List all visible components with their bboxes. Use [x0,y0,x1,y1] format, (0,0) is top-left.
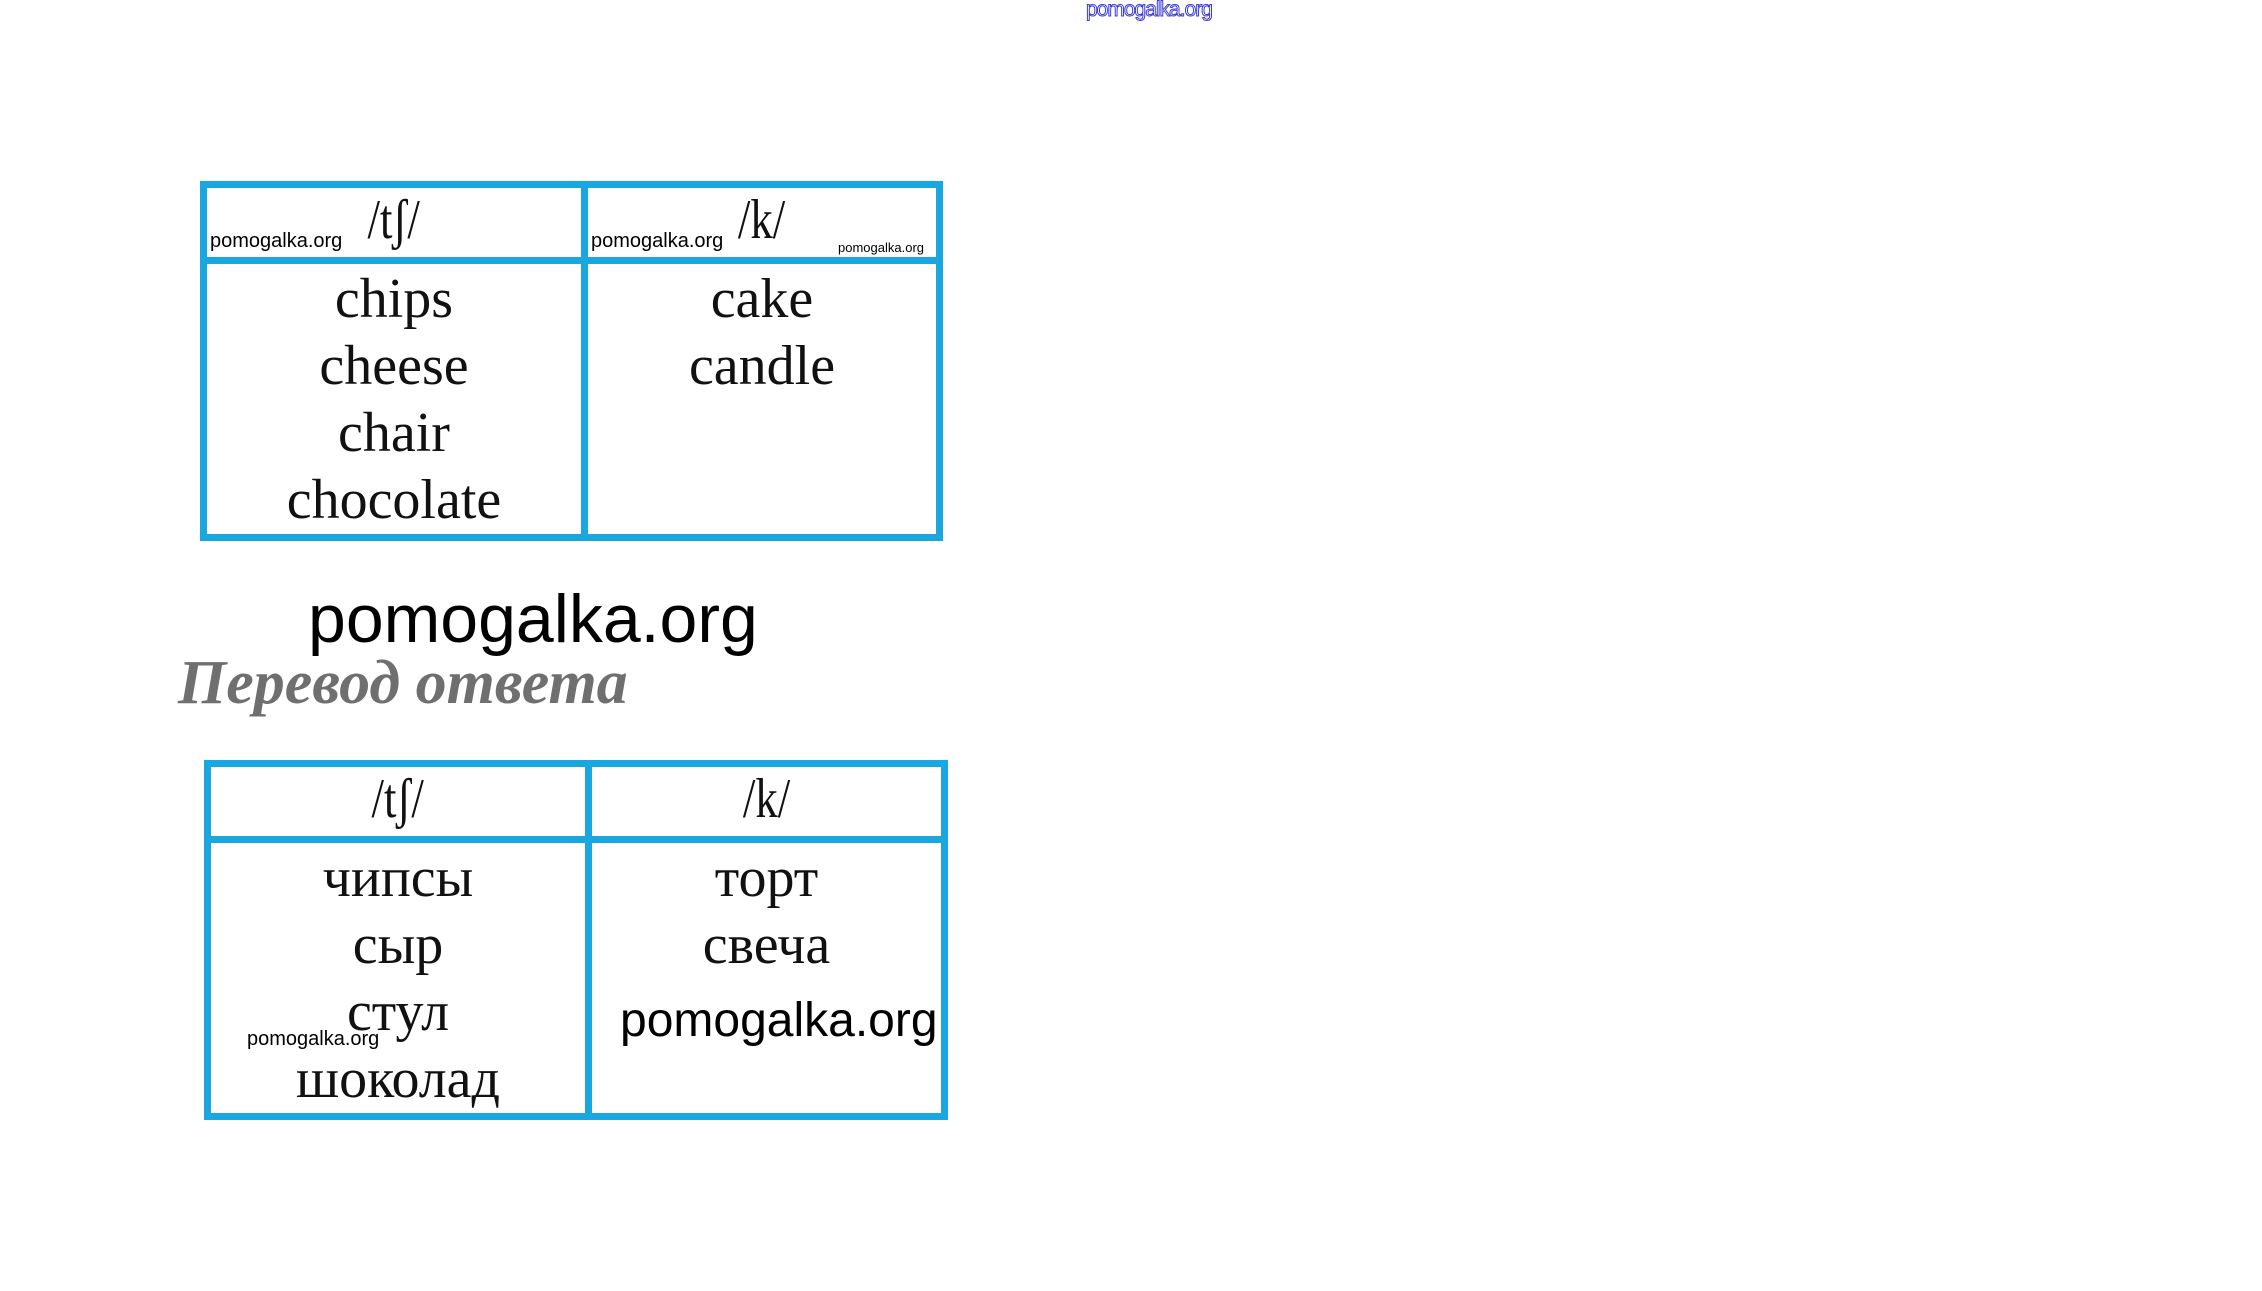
word: cake [710,268,814,330]
cell-watermark: pomogalka.org [591,230,724,252]
header-ch: /tʃ/ [371,768,425,830]
word: свеча [702,914,831,976]
word: шоколад [295,1048,501,1110]
word: торт [714,847,819,909]
header-k: /k/ [742,768,791,830]
word: candle [688,335,836,397]
word: chocolate [286,469,502,531]
cell-watermark: pomogalka.org [210,230,343,252]
header-k: /k/ [738,189,786,251]
header-cell-k: pomogalka.org /k/ pomogalka.org [581,181,943,264]
header-cell-ch: pomogalka.org /tʃ/ [200,181,588,264]
russian-translation-table: /tʃ/ /k/ чипсы сыр стул шоколад pomogalk… [204,760,948,1120]
word: стул [346,981,450,1043]
cell-watermark: pomogalka.org [247,1028,380,1050]
word: чипсы [322,847,474,909]
english-phonetics-table: pomogalka.org /tʃ/ pomogalka.org /k/ pom… [200,181,943,541]
header-cell-k: /k/ [585,760,948,843]
word: chips [334,268,454,330]
cell-watermark-large: pomogalka.org [620,994,938,1047]
cell-watermark-small: pomogalka.org [838,240,924,255]
header-cell-ch: /tʃ/ [204,760,592,843]
large-watermark: pomogalka.org [308,581,758,657]
word: chair [338,402,450,464]
translation-heading: Перевод ответа [178,649,628,717]
words-cell-k: cake candle [581,257,943,541]
word: cheese [319,335,469,397]
words-cell-ch: чипсы сыр стул шоколад pomogalka.org [204,836,592,1120]
words-cell-ch: chips cheese chair chocolate [200,257,588,541]
words-cell-k: торт свеча pomogalka.org [585,836,948,1120]
header-ch: /tʃ/ [367,189,421,251]
top-watermark: pomogalka.org [1086,0,1214,22]
word: сыр [352,914,444,976]
